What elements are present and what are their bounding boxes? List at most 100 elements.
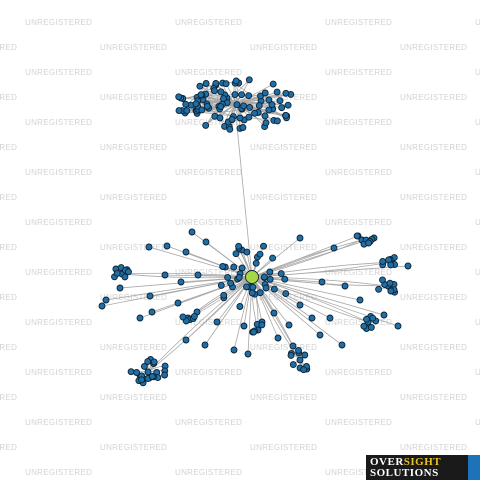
watermark-text: UNREGISTERED xyxy=(475,318,480,327)
watermark-text: UNREGISTERED xyxy=(400,143,468,152)
graph-node xyxy=(150,358,158,366)
graph-node xyxy=(138,376,146,384)
graph-node xyxy=(238,91,246,99)
graph-node xyxy=(179,313,187,321)
graph-edge xyxy=(177,276,253,304)
graph-node xyxy=(230,346,238,354)
graph-node xyxy=(360,322,368,330)
graph-node xyxy=(270,309,278,317)
graph-node xyxy=(177,278,185,286)
graph-node xyxy=(261,89,269,97)
watermark-text: UNREGISTERED xyxy=(0,293,18,302)
graph-node xyxy=(202,80,210,87)
graph-node xyxy=(245,76,253,84)
watermark-text: UNREGISTERED xyxy=(25,268,93,277)
graph-node xyxy=(163,242,171,250)
watermark-text: UNREGISTERED xyxy=(25,368,93,377)
graph-node xyxy=(98,302,106,310)
watermark-text: UNREGISTERED xyxy=(250,143,318,152)
graph-node xyxy=(269,80,277,88)
graph-node xyxy=(222,80,230,88)
graph-node xyxy=(232,250,240,258)
watermark-text: UNREGISTERED xyxy=(100,393,168,402)
graph-node xyxy=(235,242,243,250)
edge-layer xyxy=(101,79,409,384)
graph-node xyxy=(245,92,253,100)
watermark-text: UNREGISTERED xyxy=(325,18,393,27)
graph-node xyxy=(226,125,234,133)
graph-node xyxy=(148,373,156,380)
graph-node xyxy=(295,346,302,354)
graph-node xyxy=(278,104,286,112)
graph-node xyxy=(356,296,364,304)
graph-node xyxy=(251,109,259,117)
watermark-text: UNREGISTERED xyxy=(100,243,168,252)
watermark-text: UNREGISTERED xyxy=(175,268,243,277)
graph-node xyxy=(236,114,244,122)
graph-node xyxy=(282,290,290,298)
watermark-text: UNREGISTERED xyxy=(100,293,168,302)
graph-node xyxy=(404,262,412,270)
graph-node xyxy=(161,271,169,279)
watermark-text: UNREGISTERED xyxy=(400,343,468,352)
graph-node xyxy=(277,270,285,278)
graph-edge xyxy=(148,246,253,278)
graph-node xyxy=(224,273,232,281)
graph-node xyxy=(296,301,304,309)
graph-node xyxy=(116,284,124,292)
graph-node xyxy=(379,257,387,265)
graph-node xyxy=(240,322,248,330)
watermark-text: UNREGISTERED xyxy=(250,243,318,252)
graph-node xyxy=(273,88,281,96)
graph-node xyxy=(296,234,304,242)
graph-node xyxy=(249,283,257,291)
graph-edge xyxy=(101,276,253,307)
graph-node xyxy=(266,275,274,283)
graph-node xyxy=(276,97,284,105)
watermark-text: UNREGISTERED xyxy=(25,468,93,477)
graph-node xyxy=(236,303,244,310)
watermark-text: UNREGISTERED xyxy=(400,93,468,102)
watermark-text: UNREGISTERED xyxy=(100,143,168,152)
graph-node xyxy=(182,336,190,344)
watermark-text: UNREGISTERED xyxy=(400,243,468,252)
graph-node xyxy=(248,289,256,297)
graph-node xyxy=(145,243,153,251)
graph-node xyxy=(262,119,270,127)
watermark-text: UNREGISTERED xyxy=(25,418,93,427)
graph-node xyxy=(256,289,264,297)
watermark-text: UNREGISTERED xyxy=(250,443,318,452)
watermark-text: UNREGISTERED xyxy=(325,318,393,327)
graph-node xyxy=(182,248,190,256)
watermark-text: UNREGISTERED xyxy=(25,68,93,77)
graph-node xyxy=(245,113,253,121)
graph-node xyxy=(188,228,196,236)
graph-node xyxy=(232,77,240,85)
watermark-text: UNREGISTERED xyxy=(25,168,93,177)
graph-node xyxy=(220,95,227,103)
graph-edge xyxy=(251,276,290,326)
graph-edge xyxy=(251,237,301,278)
graph-node xyxy=(136,314,144,322)
watermark-text: UNREGISTERED xyxy=(25,118,93,127)
node-layer xyxy=(98,76,412,387)
graph-node xyxy=(282,89,290,97)
graph-node xyxy=(266,268,274,276)
graph-node xyxy=(243,248,251,256)
graph-node xyxy=(230,263,238,271)
graph-node xyxy=(268,101,276,109)
graph-node xyxy=(196,82,204,90)
graph-node xyxy=(285,321,293,329)
graph-edge xyxy=(205,241,253,278)
graph-node xyxy=(133,369,141,376)
logo-word-solutions: SOLUTIONS xyxy=(370,467,439,479)
graph-node xyxy=(217,281,225,289)
watermark-text: UNREGISTERED xyxy=(325,268,393,277)
watermark-text: UNREGISTERED xyxy=(475,368,480,377)
watermark-text: UNREGISTERED xyxy=(175,168,243,177)
graph-node xyxy=(265,96,273,104)
graph-node xyxy=(231,91,239,99)
graph-node xyxy=(113,269,121,277)
